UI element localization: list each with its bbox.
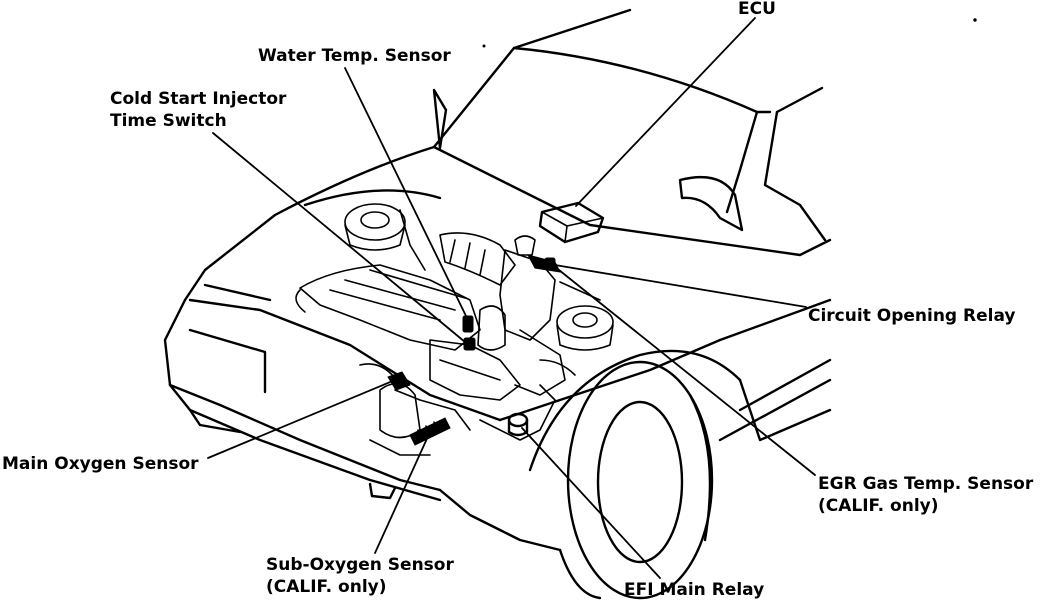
- label-sub-o2-line1: Sub-Oxygen Sensor: [266, 555, 454, 575]
- efi-main-relay: [507, 412, 529, 437]
- label-efi-relay: EFI Main Relay: [624, 580, 764, 600]
- water-temp-sensor: [462, 315, 474, 333]
- label-main-o2: Main Oxygen Sensor: [2, 454, 199, 474]
- leader-lines: [207, 17, 816, 579]
- car-body: [163, 8, 832, 600]
- label-egr-line2: (CALIF. only): [818, 496, 939, 516]
- speck: [482, 44, 486, 48]
- label-water-temp: Water Temp. Sensor: [258, 46, 451, 66]
- label-circuit-relay: Circuit Opening Relay: [808, 306, 1016, 326]
- cold-start-switch: [463, 337, 476, 351]
- engine-bay: [295, 203, 614, 456]
- leader-sub-o2: [374, 431, 431, 554]
- label-cold-start-line1: Cold Start Injector: [110, 89, 287, 109]
- label-ecu: ECU: [738, 0, 776, 19]
- label-sub-o2-line2: (CALIF. only): [266, 577, 387, 597]
- leader-egr: [548, 261, 816, 476]
- leader-main-o2: [207, 379, 396, 459]
- leader-cold-start: [212, 132, 466, 343]
- leader-water-temp: [344, 67, 468, 319]
- leader-circuit-relay: [554, 264, 807, 308]
- label-cold-start-line2: Time Switch: [110, 111, 227, 131]
- leader-ecu: [575, 17, 756, 207]
- speck: [973, 18, 977, 22]
- leader-efi-relay: [521, 427, 661, 579]
- main-oxygen-sensor: [387, 371, 411, 391]
- label-egr-line1: EGR Gas Temp. Sensor: [818, 474, 1034, 494]
- labels: ECU Water Temp. Sensor Cold Start Inject…: [2, 0, 1034, 600]
- ecu-module: [538, 201, 605, 244]
